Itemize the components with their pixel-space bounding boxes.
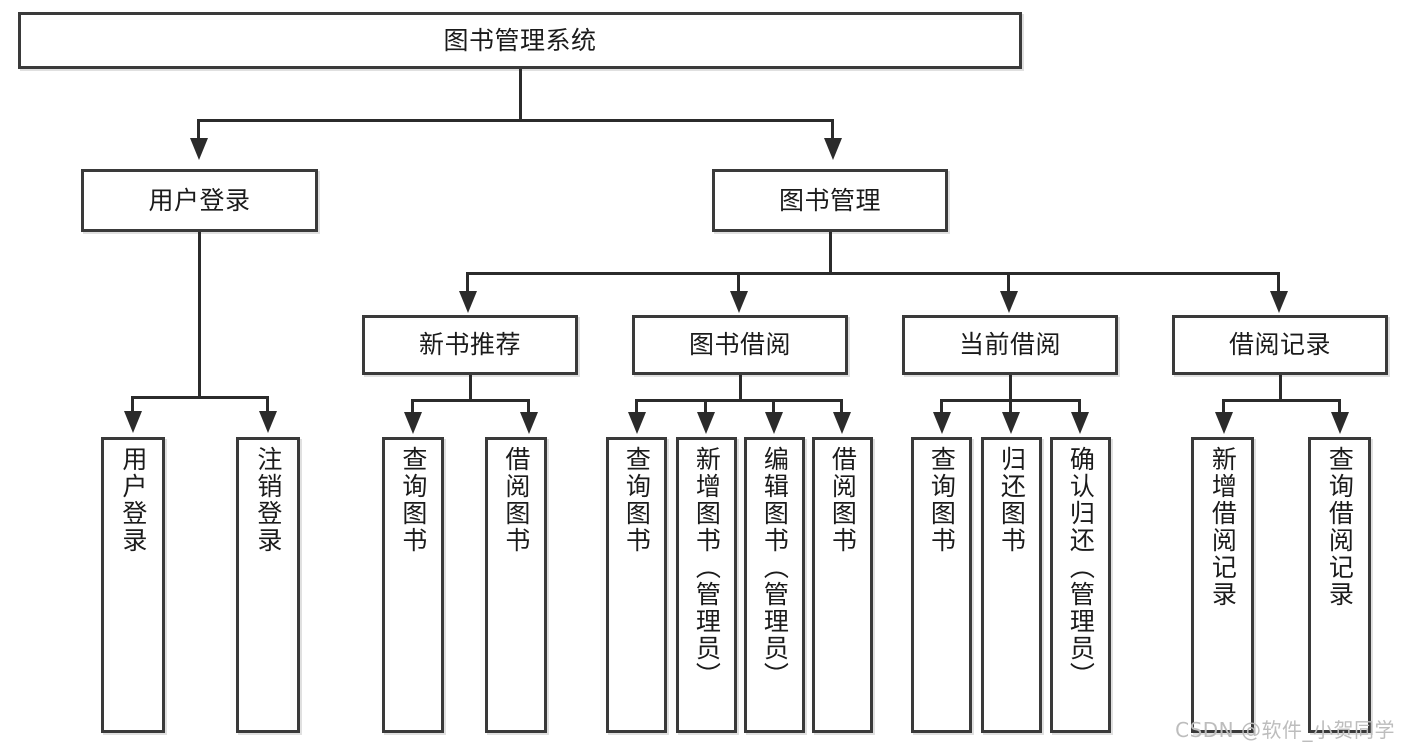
node-leaf-confirm-return-label: 确认归还（管理员） — [1066, 446, 1096, 689]
edge-bm-branch-2 — [737, 272, 740, 294]
node-leaf-query-borrow-record[interactable]: 查询借阅记录 — [1308, 437, 1371, 733]
arrowhead-leaf-query-book-3 — [933, 412, 951, 434]
arrowhead-borrow-record — [1270, 291, 1288, 313]
edge-nbr-bus — [411, 399, 530, 402]
node-leaf-return-book-label: 归还图书 — [997, 446, 1027, 554]
node-current-borrow-label: 当前借阅 — [958, 330, 1061, 360]
edge-root-to-book-management — [831, 119, 834, 141]
arrowhead-leaf-add-book — [697, 412, 715, 434]
edge-bm-branch-3 — [1007, 272, 1010, 294]
edge-cb-branch-2 — [1009, 399, 1012, 415]
edge-br-down — [1279, 375, 1282, 399]
edge-bb-bus — [635, 399, 843, 402]
node-book-borrow[interactable]: 图书借阅 — [632, 315, 848, 375]
arrowhead-leaf-edit-book — [765, 412, 783, 434]
arrowhead-leaf-user-login — [124, 411, 142, 433]
node-user-login[interactable]: 用户登录 — [81, 169, 318, 232]
node-leaf-query-book-3[interactable]: 查询图书 — [911, 437, 972, 733]
edge-root-down — [519, 69, 522, 119]
arrowhead-leaf-add-borrow-record — [1215, 412, 1233, 434]
arrowhead-leaf-query-book-1 — [404, 412, 422, 434]
arrowhead-current-borrow — [1000, 291, 1018, 313]
node-leaf-confirm-return[interactable]: 确认归还（管理员） — [1050, 437, 1111, 733]
edge-nbr-branch-1 — [411, 399, 414, 415]
node-leaf-query-book-3-label: 查询图书 — [927, 446, 957, 554]
node-leaf-edit-book-label: 编辑图书（管理员） — [760, 446, 790, 689]
edge-cb-down — [1009, 375, 1012, 399]
edge-br-branch-2 — [1338, 399, 1341, 415]
arrowhead-user-login — [190, 138, 208, 160]
arrowhead-leaf-query-book-2 — [628, 412, 646, 434]
node-borrow-record-label: 借阅记录 — [1228, 330, 1331, 360]
arrowhead-leaf-query-borrow-record — [1331, 412, 1349, 434]
edge-nbr-down — [469, 375, 472, 399]
node-leaf-query-book-2[interactable]: 查询图书 — [606, 437, 667, 733]
node-book-borrow-label: 图书借阅 — [688, 330, 791, 360]
node-leaf-query-book-2-label: 查询图书 — [622, 446, 652, 554]
arrowhead-new-book-recommend — [459, 291, 477, 313]
edge-bb-branch-3 — [772, 399, 775, 415]
edge-book-management-down — [829, 232, 832, 272]
node-leaf-borrow-book-1[interactable]: 借阅图书 — [485, 437, 547, 733]
edge-nbr-branch-2 — [527, 399, 530, 415]
edge-user-login-down — [198, 232, 201, 396]
node-borrow-record[interactable]: 借阅记录 — [1172, 315, 1388, 375]
arrowhead-book-borrow — [730, 291, 748, 313]
edge-bb-down — [739, 375, 742, 399]
edge-user-login-branch-1 — [131, 396, 134, 414]
edge-cb-branch-1 — [940, 399, 943, 415]
edge-bm-branch-4 — [1277, 272, 1280, 294]
node-leaf-return-book[interactable]: 归还图书 — [981, 437, 1042, 733]
edge-user-login-branch-2 — [266, 396, 269, 414]
node-book-management-label: 图书管理 — [778, 185, 881, 215]
edge-root-bus — [197, 119, 834, 122]
arrowhead-leaf-confirm-return — [1071, 412, 1089, 434]
edge-bm-branch-1 — [466, 272, 469, 294]
edge-br-branch-1 — [1222, 399, 1225, 415]
node-new-book-recommend-label: 新书推荐 — [418, 330, 521, 360]
arrowhead-leaf-return-book — [1002, 412, 1020, 434]
node-new-book-recommend[interactable]: 新书推荐 — [362, 315, 578, 375]
node-leaf-add-borrow-record[interactable]: 新增借阅记录 — [1191, 437, 1254, 733]
node-leaf-query-borrow-record-label: 查询借阅记录 — [1325, 446, 1355, 608]
node-root-label: 图书管理系统 — [443, 25, 597, 55]
node-leaf-query-book-1-label: 查询图书 — [398, 446, 428, 554]
node-current-borrow[interactable]: 当前借阅 — [902, 315, 1118, 375]
node-leaf-logout-login[interactable]: 注销登录 — [236, 437, 300, 733]
edge-bb-branch-1 — [635, 399, 638, 415]
arrowhead-book-management — [824, 138, 842, 160]
arrowhead-leaf-borrow-book-1 — [520, 412, 538, 434]
node-leaf-borrow-book-2[interactable]: 借阅图书 — [812, 437, 873, 733]
node-leaf-query-book-1[interactable]: 查询图书 — [382, 437, 444, 733]
node-leaf-add-book[interactable]: 新增图书（管理员） — [676, 437, 737, 733]
node-leaf-borrow-book-2-label: 借阅图书 — [828, 446, 858, 554]
edge-user-login-bus — [131, 396, 269, 399]
edge-br-bus — [1222, 399, 1341, 402]
arrowhead-leaf-borrow-book-2 — [833, 412, 851, 434]
edge-book-management-bus — [466, 272, 1278, 275]
node-book-management[interactable]: 图书管理 — [712, 169, 948, 232]
edge-root-to-user-login — [197, 119, 200, 141]
node-leaf-edit-book[interactable]: 编辑图书（管理员） — [744, 437, 805, 733]
node-leaf-add-book-label: 新增图书（管理员） — [692, 446, 722, 689]
edge-bb-branch-4 — [840, 399, 843, 415]
edge-cb-branch-3 — [1078, 399, 1081, 415]
arrowhead-leaf-logout-login — [259, 411, 277, 433]
node-leaf-user-login-label: 用户登录 — [118, 446, 148, 554]
edge-bb-branch-2 — [704, 399, 707, 415]
node-root[interactable]: 图书管理系统 — [18, 12, 1022, 69]
node-leaf-logout-login-label: 注销登录 — [253, 446, 283, 554]
node-user-login-label: 用户登录 — [148, 185, 251, 215]
node-leaf-user-login[interactable]: 用户登录 — [101, 437, 165, 733]
node-leaf-add-borrow-record-label: 新增借阅记录 — [1208, 446, 1238, 608]
node-leaf-borrow-book-1-label: 借阅图书 — [501, 446, 531, 554]
